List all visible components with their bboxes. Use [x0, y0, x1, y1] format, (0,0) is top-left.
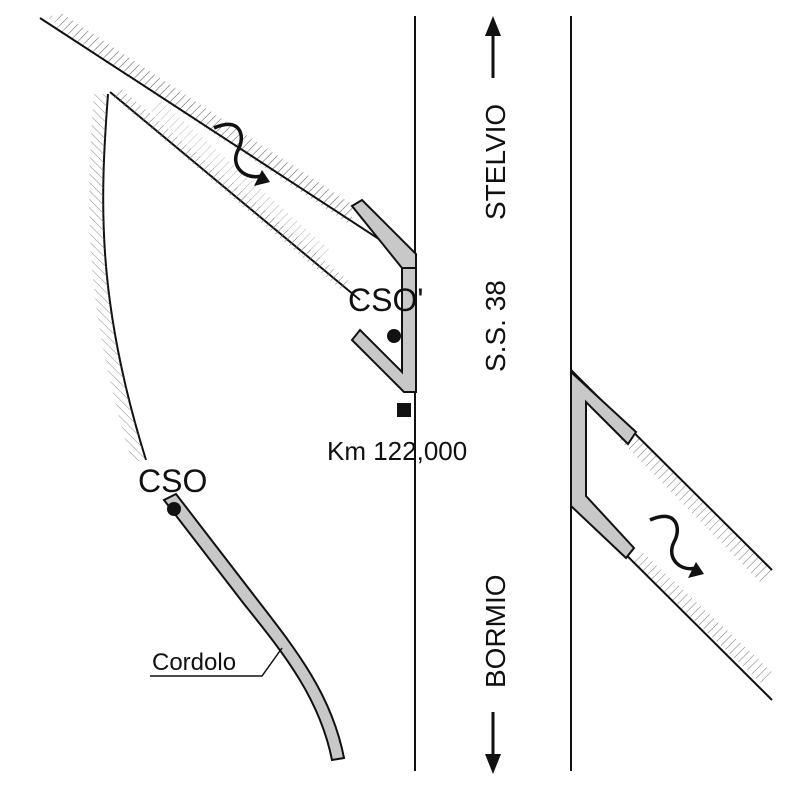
cordolo-label: Cordolo	[152, 649, 236, 676]
bormio-label: BORMIO	[480, 574, 511, 688]
upper-stream-channel	[39, 12, 409, 301]
arrow-up-icon	[485, 16, 501, 78]
stelvio-label: STELVIO	[480, 104, 511, 220]
cordolo-leader-line	[150, 647, 283, 677]
road-name-label: S.S. 38	[480, 280, 511, 372]
wavy-flow-arrow-icon	[213, 122, 270, 186]
cordolo-curb	[162, 492, 346, 762]
filled-circle-icon	[387, 329, 401, 343]
filled-square-icon	[397, 403, 411, 417]
left-embankment	[89, 93, 147, 462]
arrow-down-icon	[485, 712, 501, 774]
cso-label: CSO	[138, 463, 207, 499]
wavy-flow-arrow-icon	[649, 514, 704, 578]
kilometer-marker-label: Km 122,000	[327, 436, 467, 466]
filled-circle-icon	[167, 502, 181, 516]
upper-curb	[350, 198, 417, 393]
lower-stream-channel	[570, 369, 773, 701]
cso-prime-label: CSO'	[348, 282, 423, 318]
